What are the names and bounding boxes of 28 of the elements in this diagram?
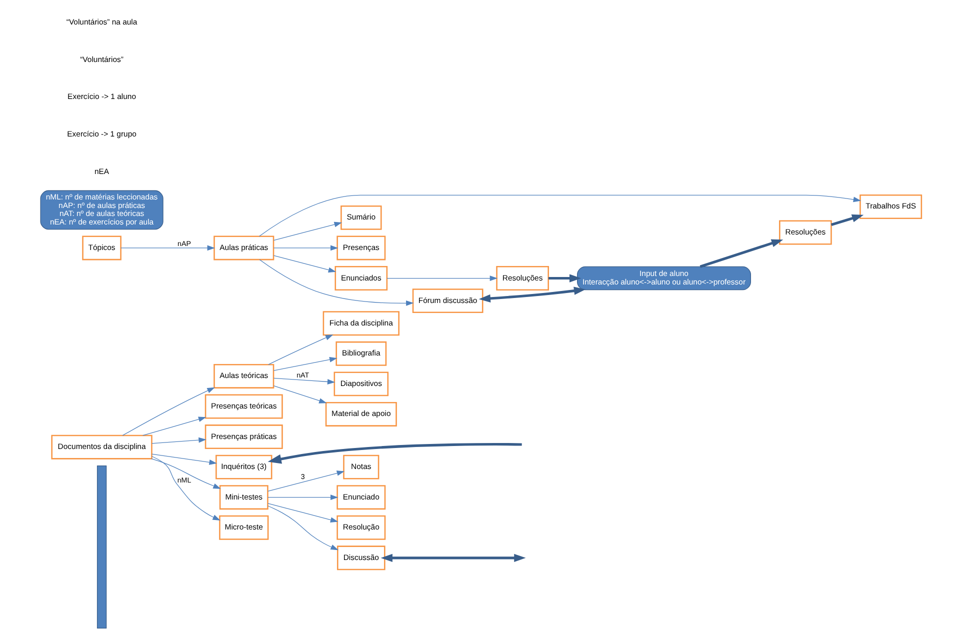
arrow — [151, 456, 220, 520]
arrow — [700, 239, 784, 268]
arrow — [258, 194, 862, 237]
arrow — [259, 259, 414, 306]
arrow — [120, 245, 216, 251]
arrow — [478, 286, 586, 302]
arrow — [268, 443, 522, 464]
arrow — [122, 387, 215, 436]
arrow — [273, 255, 336, 273]
arrow — [380, 554, 526, 562]
arrow — [273, 222, 342, 241]
arrow — [268, 334, 334, 365]
arrow — [268, 470, 345, 492]
arrow — [152, 437, 206, 444]
arrow — [268, 506, 338, 550]
arrow — [273, 378, 336, 384]
arrow — [548, 274, 582, 282]
arrow — [830, 214, 864, 226]
arrow — [273, 245, 338, 251]
arrow — [386, 276, 498, 281]
node-bar — [96, 465, 107, 628]
arrow — [142, 416, 206, 436]
arrow — [150, 458, 221, 489]
arrow — [268, 503, 338, 522]
arrow — [273, 385, 327, 404]
arrow — [152, 454, 217, 465]
arrow — [268, 494, 338, 500]
arrow — [273, 356, 338, 371]
